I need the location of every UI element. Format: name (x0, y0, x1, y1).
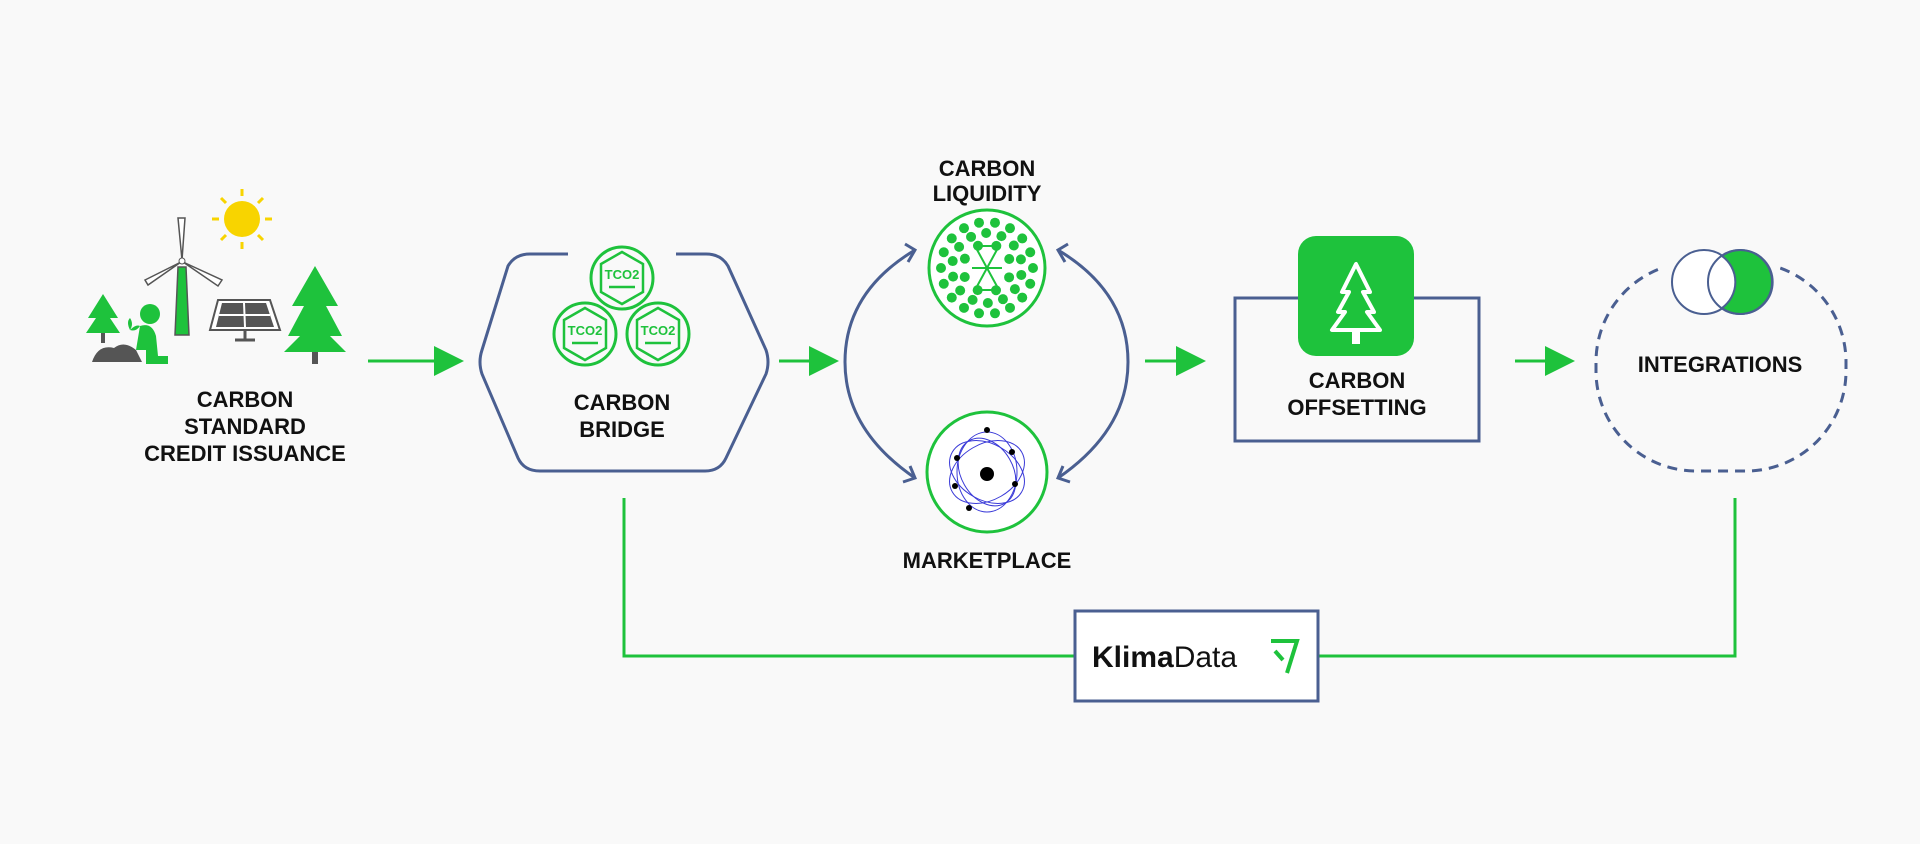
liquidity-dot (936, 263, 946, 273)
bridge-label-1: CARBON (574, 390, 671, 415)
liquidity-dot (938, 278, 949, 289)
issuance-label-2: STANDARD (184, 414, 306, 439)
venn-icon (1660, 245, 1780, 315)
liquidity-dot (1017, 233, 1028, 244)
liquidity-dot (947, 256, 958, 267)
liquidity-dot (989, 308, 1000, 319)
small-tree-icon (86, 294, 120, 343)
liquidity-dot (1009, 284, 1020, 295)
liquidity-dot (974, 217, 985, 228)
liquidity-dot (938, 247, 949, 258)
liquidity-dot (982, 297, 993, 308)
liquidity-dot (967, 294, 978, 305)
large-tree-icon (284, 266, 346, 364)
liquidity-dot (1008, 240, 1019, 251)
liquidity-dot (1017, 292, 1028, 303)
loop-arrow-left (843, 248, 916, 480)
liquidity-dot (959, 302, 969, 313)
person-planting-icon (92, 304, 168, 364)
liquidity-dot (997, 294, 1008, 305)
liquidity-dot (959, 223, 969, 234)
liquidity-dot (948, 271, 959, 282)
offsetting-label-1: CARBON (1309, 368, 1406, 393)
orbit-icon (925, 410, 1049, 534)
tco2-tokens-icon: TCO2 TCO2 TCO2 (552, 245, 691, 367)
loop-arrow-right (1057, 248, 1130, 480)
klimadata-connector-right (1319, 498, 1737, 658)
solar-panel-icon (208, 299, 282, 342)
liquidity-dot (981, 228, 992, 239)
tco2-label: TCO2 (568, 323, 603, 338)
bridge-label-2: BRIDGE (579, 417, 665, 442)
liquidity-dot (996, 231, 1007, 242)
liquidity-dot (1004, 253, 1015, 264)
liquidity-label-1: CARBON (939, 156, 1036, 181)
renewables-trees-icon (86, 189, 346, 364)
tree-icon (1298, 236, 1414, 356)
offsetting-label-2: OFFSETTING (1287, 395, 1426, 420)
klimadata-connector-left (622, 498, 1074, 658)
marketplace-label: MARKETPLACE (903, 548, 1072, 573)
liquidity-dot (1025, 247, 1036, 258)
liquidity-dot (955, 285, 966, 296)
liquidity-dot (946, 233, 957, 244)
liquidity-dot (1028, 263, 1038, 273)
liquidity-dot (974, 308, 985, 319)
liquidity-label-2: LIQUIDITY (933, 181, 1042, 206)
tco2-label: TCO2 (641, 323, 676, 338)
liquidity-dot (1005, 302, 1015, 313)
wind-turbine-icon (143, 217, 224, 336)
issuance-label-1: CARBON (197, 387, 294, 412)
liquidity-dot (959, 272, 970, 283)
liquidity-dot (1025, 278, 1036, 289)
liquidity-dot (959, 253, 970, 264)
liquidity-dot (966, 231, 977, 242)
liquidity-dot (1005, 223, 1015, 234)
klima-check-icon (1271, 639, 1300, 674)
issuance-label-3: CREDIT ISSUANCE (144, 441, 346, 466)
liquidity-dot (1015, 254, 1026, 265)
liquidity-pool-icon (927, 208, 1047, 328)
liquidity-dot (989, 217, 1000, 228)
bridge-hexagon (478, 252, 770, 473)
liquidity-dot (1016, 269, 1027, 280)
tco2-label: TCO2 (605, 267, 640, 282)
liquidity-dot (946, 292, 957, 303)
liquidity-dot (1004, 272, 1015, 283)
liquidity-dot (954, 241, 965, 252)
sun-icon (212, 189, 272, 249)
integrations-label: INTEGRATIONS (1638, 352, 1803, 377)
klimadata-logo-text: KlimaData (1092, 641, 1237, 674)
